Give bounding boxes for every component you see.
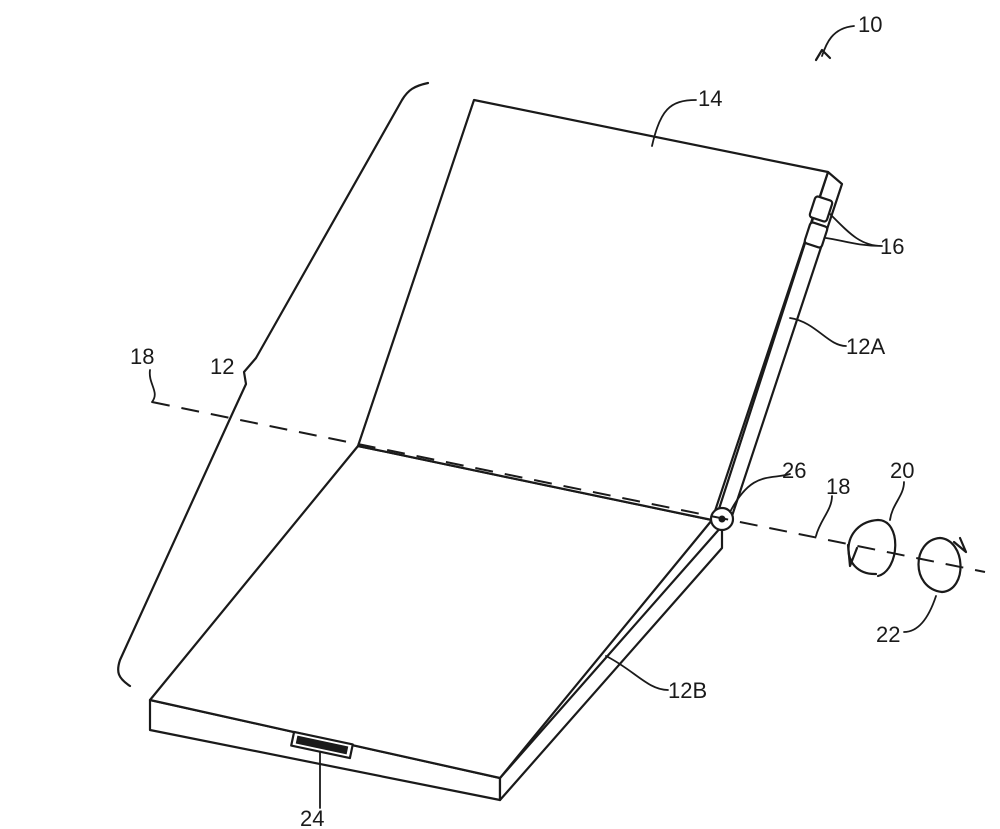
label-buttons: 16 [880, 234, 904, 259]
connector-port-inner [295, 735, 349, 755]
label-display: 14 [698, 86, 722, 111]
label-upper-housing: 12A [846, 334, 885, 359]
label-rotation-a: 20 [890, 458, 914, 483]
label-hinge: 26 [782, 458, 806, 483]
leader-12b [605, 655, 669, 691]
leader-26 [729, 473, 791, 513]
label-axis-right: 18 [826, 474, 850, 499]
side-button-lower [803, 221, 829, 249]
housing-bracket [117, 81, 430, 688]
leader-16 [825, 213, 883, 247]
lower-housing-side-face [498, 524, 724, 802]
label-lower-housing: 12B [668, 678, 707, 703]
label-device: 10 [858, 12, 882, 37]
leader-20 [889, 481, 905, 521]
leader-10 [821, 25, 855, 57]
leader-22 [903, 595, 937, 633]
lower-housing [148, 444, 724, 802]
label-housing: 12 [210, 354, 234, 379]
rotation-arrow-a [846, 518, 897, 578]
fold-axis [151, 401, 986, 573]
leader-12a [789, 317, 847, 347]
rotation-arrow-b [917, 536, 968, 594]
label-rotation-b: 22 [876, 622, 900, 647]
leader-18-right [815, 495, 833, 537]
leader-14 [651, 99, 697, 147]
label-axis-left: 18 [130, 344, 154, 369]
display-panel [356, 98, 830, 522]
upper-housing [356, 98, 844, 522]
side-button-upper [808, 195, 834, 223]
label-connector: 24 [300, 806, 324, 829]
leader-18-left [148, 369, 156, 403]
arrow-10 [814, 48, 832, 62]
